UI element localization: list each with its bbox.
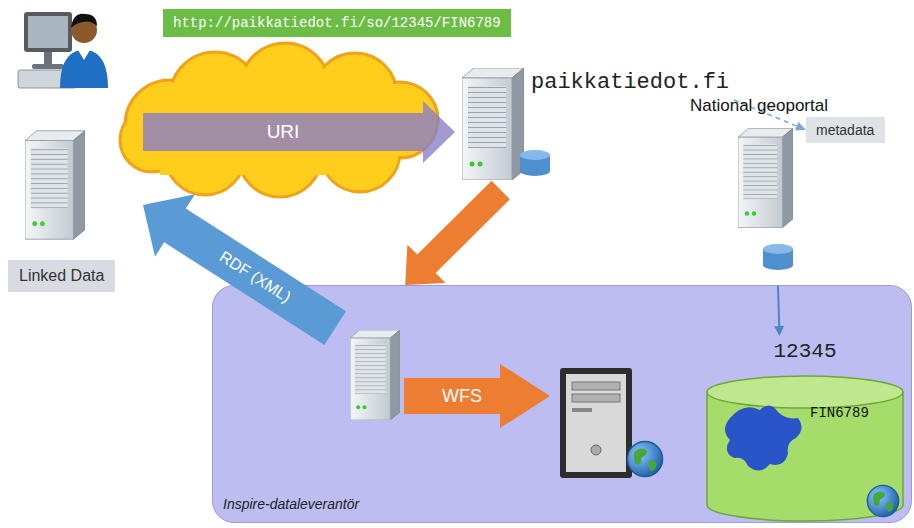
database-icon	[763, 244, 793, 270]
user-icon-part	[71, 14, 97, 28]
wfs-server-icon-part	[572, 408, 592, 412]
dataset-store-text: 12345	[698, 340, 912, 363]
user-icon-part	[24, 12, 72, 52]
database-cylinder-part	[707, 376, 903, 408]
url-banner: http://paikkatiedot.fi/so/12345/FIN6789	[163, 9, 511, 37]
user-icon-part	[28, 16, 68, 48]
wfs-server-icon-part	[572, 394, 620, 402]
wfs-server-icon-part	[572, 382, 620, 390]
uri-arrow-shape	[143, 101, 455, 163]
dataset-link-line	[778, 286, 779, 326]
geoportal-server-icon	[738, 128, 793, 227]
wfs-server-icon	[560, 368, 663, 478]
rdf-server-icon	[350, 330, 400, 420]
dataset-store-text: FIN6789	[810, 405, 869, 421]
database-icon	[520, 150, 550, 176]
request-arrow	[405, 181, 510, 285]
protocol-label: WFS	[442, 386, 482, 407]
arrowhead	[774, 326, 784, 336]
metadata-box: metadata	[806, 117, 885, 143]
national-geoportal-text: National geoportal	[690, 96, 828, 116]
rdf-arrow-shape	[143, 194, 346, 345]
arrowhead	[795, 122, 806, 130]
resolver-server-icon	[462, 68, 524, 180]
user-icon-part	[32, 64, 64, 69]
database-cylinder-part	[707, 392, 903, 521]
wfs-server-icon-part	[627, 441, 662, 476]
wfs-server-icon-part	[591, 445, 601, 455]
metadata-link	[734, 100, 806, 130]
database-cylinder	[707, 376, 903, 521]
user-icon	[18, 12, 108, 88]
map-area	[725, 405, 802, 470]
rdf-arrow	[143, 194, 346, 345]
metadata-box-text: metadata	[816, 117, 874, 143]
user-icon-part	[78, 50, 90, 60]
wfs-server-icon-part	[560, 368, 632, 478]
inspire-provider-region-text: Inspire-dataleverantör	[223, 496, 359, 512]
request-arrow-shape	[405, 181, 510, 285]
dataset-link	[774, 286, 784, 336]
user-icon-part	[60, 50, 108, 88]
server-icon	[25, 131, 85, 239]
linked-data-client-text: Linked Data	[8, 260, 115, 292]
url-banner-text: http://paikkatiedot.fi/so/12345/FIN6789	[173, 9, 501, 37]
wfs-server-icon-part	[566, 374, 626, 472]
uri-arrow	[143, 101, 455, 163]
metadata-link-line	[734, 100, 797, 126]
database-cylinder-part	[867, 485, 898, 516]
user-icon-part	[44, 52, 52, 64]
edge-label: URI	[267, 121, 300, 143]
wfs-arrow	[404, 364, 550, 428]
resolver-server-text: paikkatiedot.fi	[531, 70, 729, 95]
